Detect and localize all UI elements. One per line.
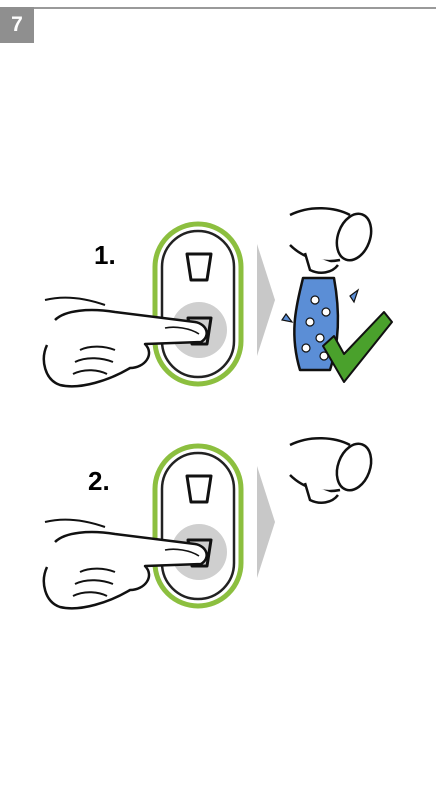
- step-1-label: 1.: [94, 240, 116, 271]
- step-2-label: 2.: [88, 466, 110, 497]
- step2-panel: [155, 446, 241, 606]
- faucet-icon: [290, 438, 377, 502]
- faucet-icon: [290, 208, 377, 272]
- arrow-icon: [257, 244, 275, 356]
- arrow-icon: [257, 466, 275, 578]
- step1-panel: [155, 224, 241, 384]
